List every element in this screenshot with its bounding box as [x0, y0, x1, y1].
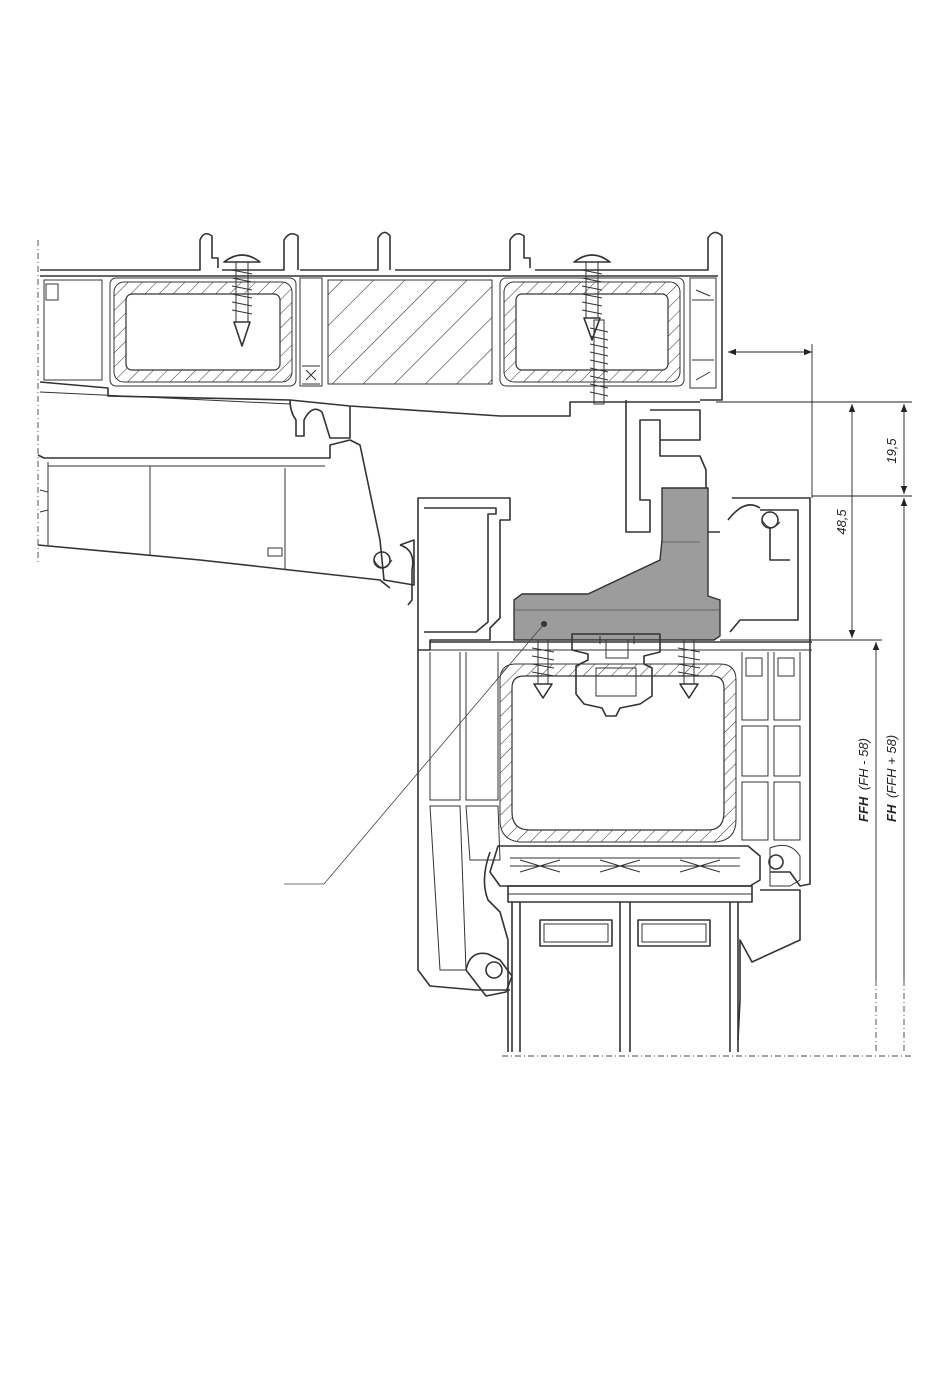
dimension-19-5: 19,5 [884, 438, 899, 464]
fh-label-bold: FH [884, 804, 899, 822]
fh-label-paren: (FFH + 58) [884, 735, 899, 798]
frame-profile [418, 400, 812, 1052]
ffh-label-paren: (FH - 58) [856, 738, 871, 790]
lintel-profile [38, 232, 722, 565]
ffh-label-bold: FFH [856, 796, 871, 822]
dimension-48-5: 48,5 [834, 509, 849, 535]
ffh-dimension-label: FFH (FH - 58) [856, 738, 871, 822]
mounting-bracket [514, 488, 720, 640]
fh-dimension-label: FH (FFH + 58) [884, 735, 899, 822]
left-sash-profile [38, 440, 414, 605]
